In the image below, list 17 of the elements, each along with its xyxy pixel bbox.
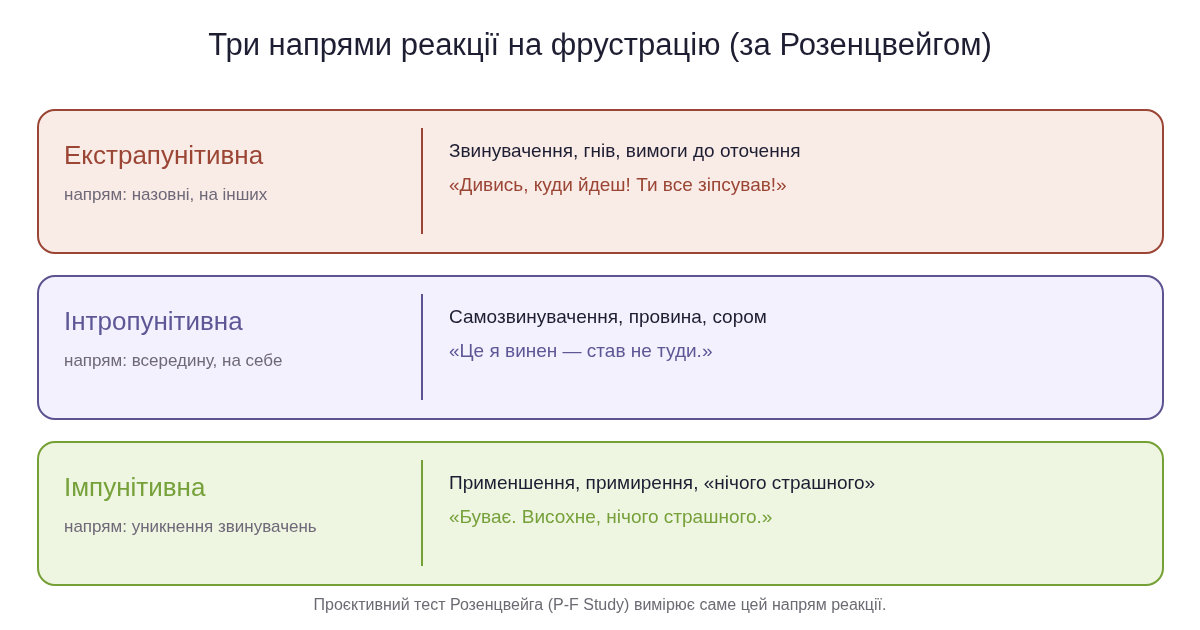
direction-subtitle: напрям: уникнення звинувачень <box>64 516 317 538</box>
category-heading: Інтропунітивна <box>64 305 243 337</box>
diagram-title: Три напрями реакції на фрустрацію (за Розенцвейгом) <box>208 26 992 64</box>
reaction-card <box>37 109 1164 254</box>
direction-subtitle: напрям: всередину, на себе <box>64 350 283 372</box>
category-heading: Екстрапунітивна <box>64 139 264 171</box>
direction-subtitle: напрям: назовні, на інших <box>64 184 268 206</box>
reaction-card <box>37 441 1164 586</box>
quote-text: «Буває. Висохне, нічого страшного.» <box>449 505 773 529</box>
description-text: Самозвинувачення, провина, сором <box>449 305 767 329</box>
category-heading: Імпунітивна <box>64 471 206 503</box>
description-text: Звинувачення, гнів, вимоги до оточення <box>449 139 801 163</box>
description-text: Применшення, примирення, «нічого страшного» <box>449 471 876 495</box>
caption: Проєктивний тест Розенцвейга (P-F Study) вимірює саме цей напрям реакції. <box>313 595 887 615</box>
quote-text: «Дивись, куди йдеш! Ти все зіпсував!» <box>449 173 787 197</box>
reaction-card <box>37 275 1164 420</box>
quote-text: «Це я винен — став не туди.» <box>449 339 713 363</box>
